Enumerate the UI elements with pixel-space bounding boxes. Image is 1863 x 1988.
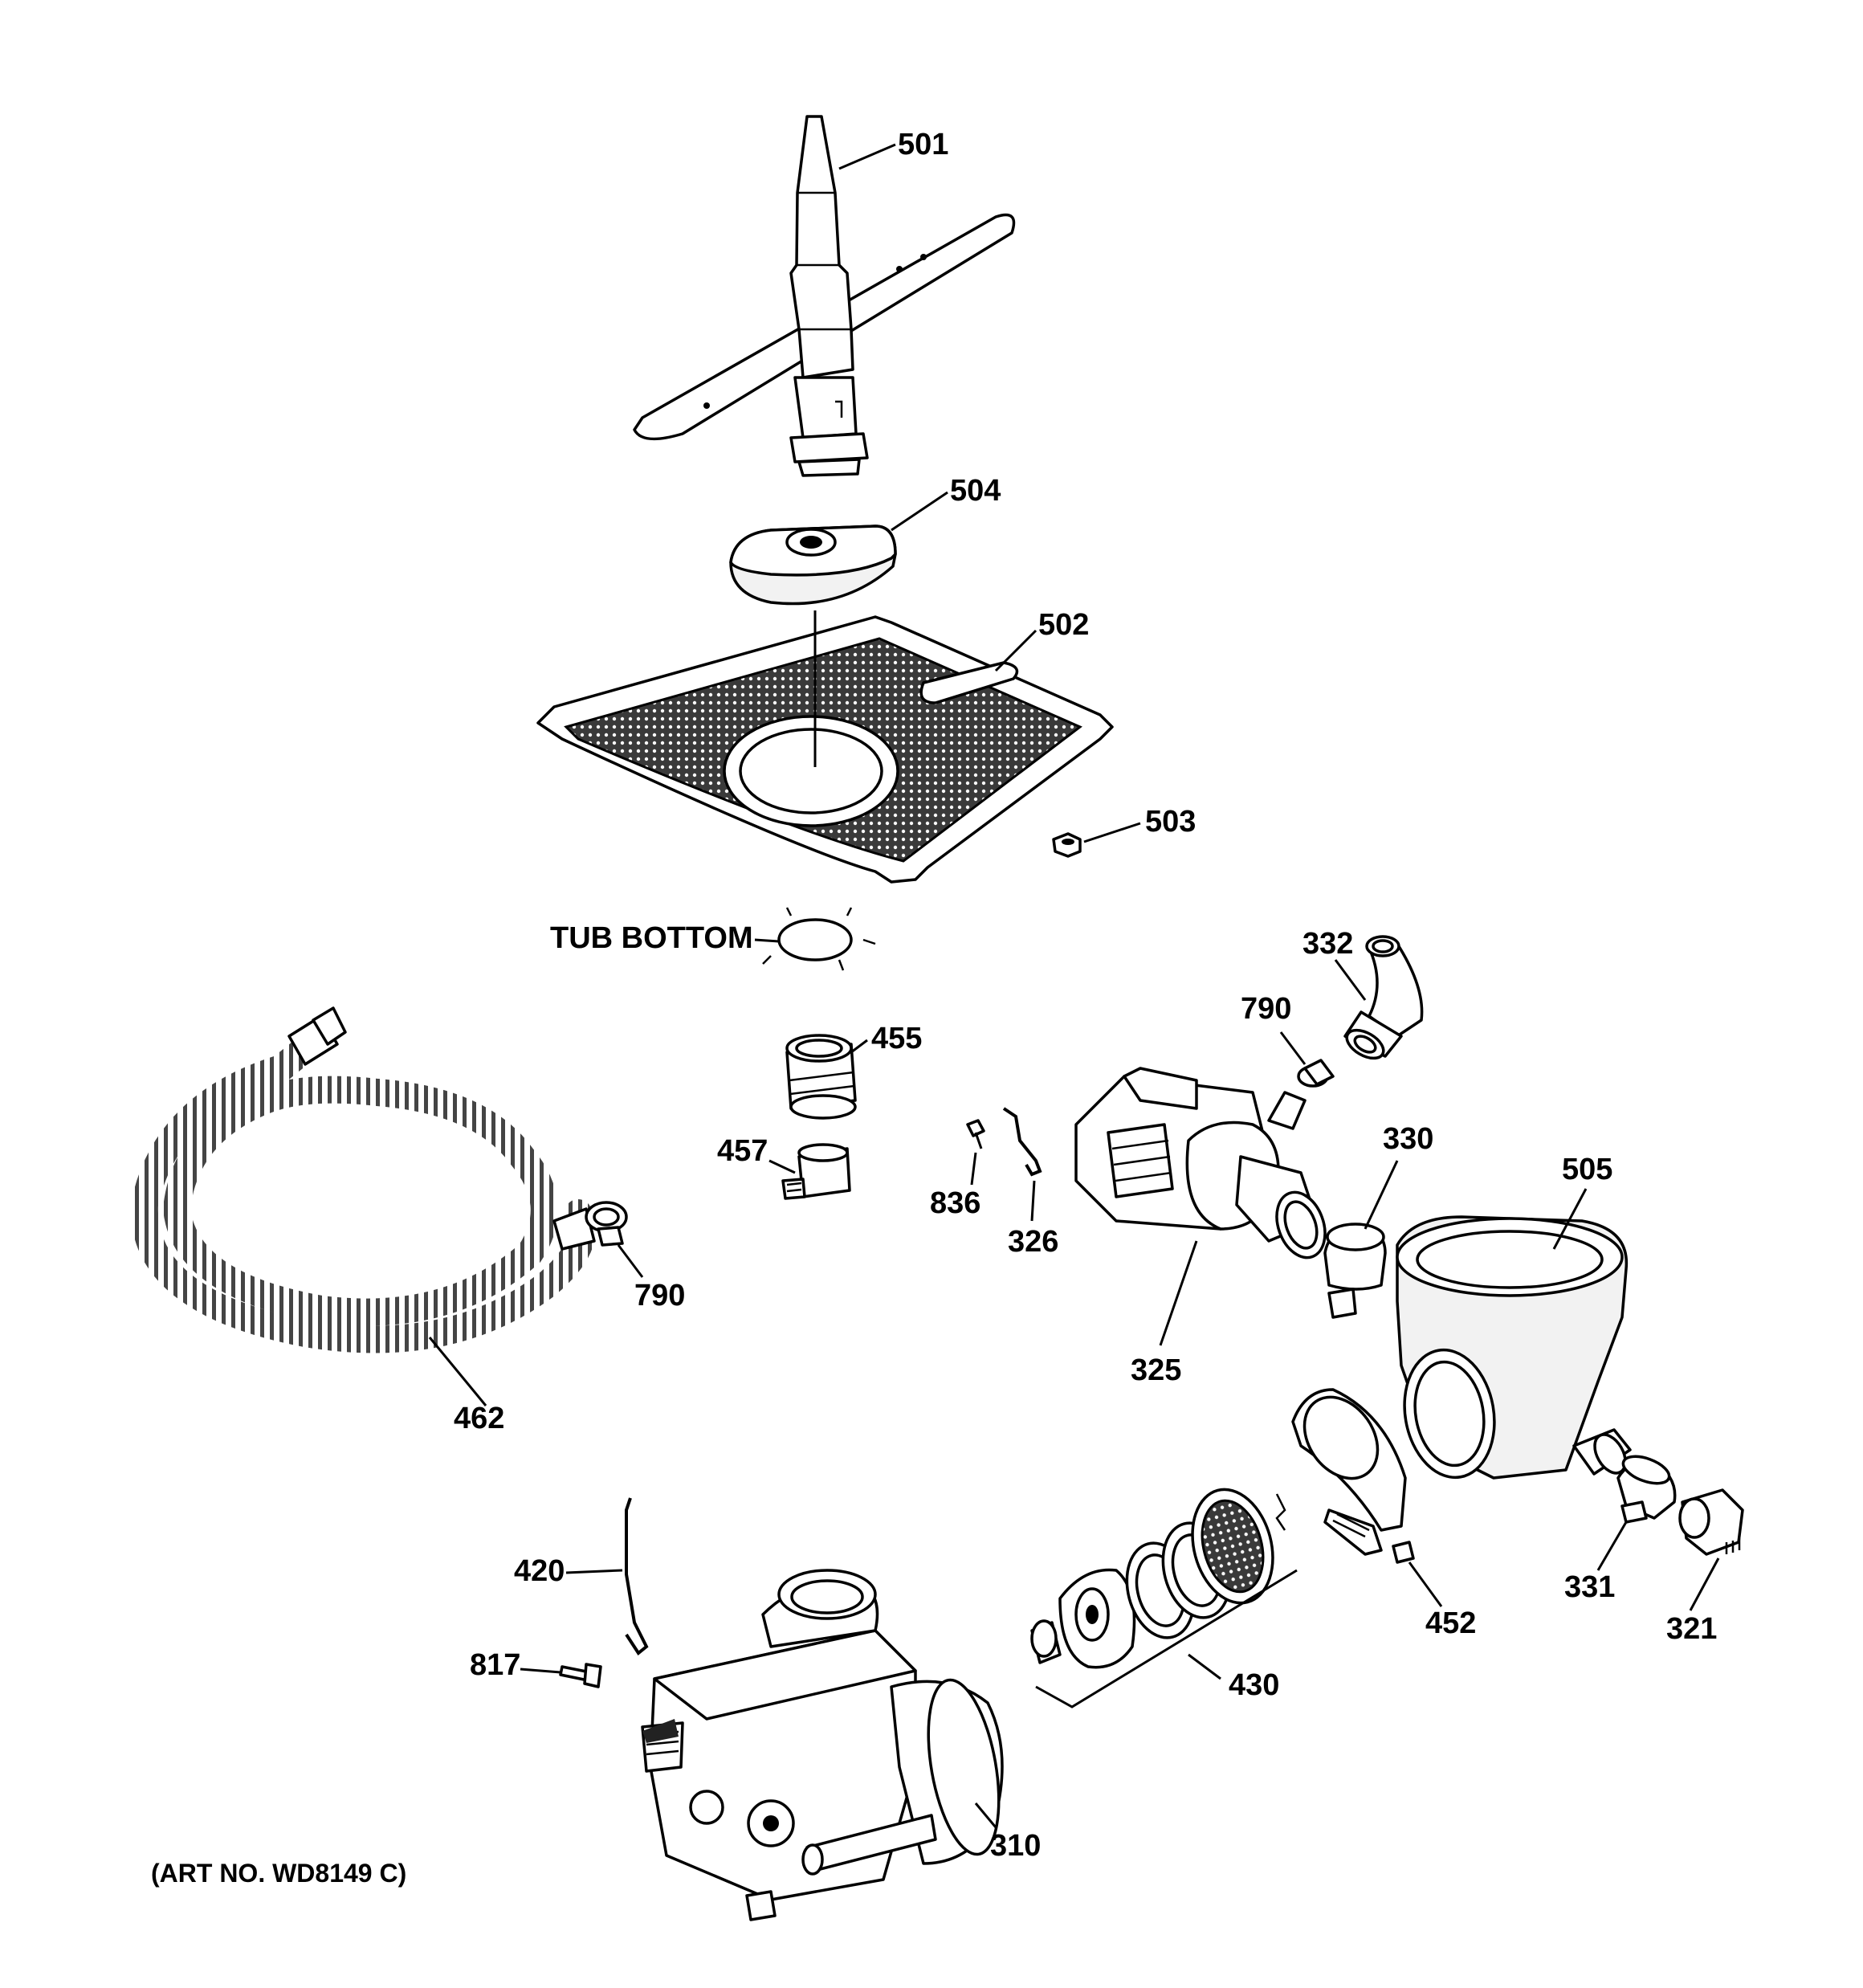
leader-326 — [1030, 1180, 1036, 1222]
cover-504 — [729, 525, 897, 606]
label-310: 310 — [990, 1829, 1041, 1863]
impeller-kit-430 — [1030, 1488, 1298, 1708]
nut-503 — [1052, 832, 1082, 858]
leader-462 — [428, 1337, 487, 1406]
label-420: 420 — [514, 1554, 565, 1588]
clip-420 — [625, 1497, 649, 1655]
screw-817 — [559, 1663, 602, 1688]
leader-tub-bottom — [754, 938, 780, 943]
drain-hose-462 — [130, 1006, 596, 1353]
clip-326 — [1002, 1107, 1042, 1177]
leader-502 — [994, 629, 1037, 672]
leader-790-lower — [617, 1244, 644, 1278]
label-321: 321 — [1666, 1612, 1717, 1646]
label-790-lower: 790 — [634, 1279, 685, 1312]
label-462: 462 — [454, 1402, 504, 1435]
label-tub-bottom: TUB BOTTOM — [550, 921, 753, 955]
leader-321 — [1689, 1557, 1720, 1611]
leader-455 — [850, 1039, 868, 1054]
leader-817 — [520, 1668, 561, 1674]
clamp-790-lower — [585, 1201, 628, 1247]
label-457: 457 — [717, 1134, 768, 1168]
label-817: 817 — [470, 1648, 520, 1682]
screw-836 — [966, 1119, 985, 1149]
clamp-331 — [1616, 1455, 1677, 1524]
label-430: 430 — [1229, 1668, 1279, 1702]
label-326: 326 — [1008, 1225, 1058, 1259]
label-501: 501 — [898, 128, 948, 161]
label-505: 505 — [1562, 1153, 1612, 1186]
leader-420 — [565, 1569, 623, 1574]
filter-screen-502 — [536, 610, 1114, 884]
leader-836 — [970, 1152, 977, 1186]
spray-arm-501 — [633, 115, 1016, 477]
clamp-452 — [1291, 1388, 1415, 1564]
leader-310 — [974, 1802, 997, 1828]
leader-503 — [1083, 822, 1141, 843]
clamp-790-upper — [1297, 1059, 1335, 1088]
leader-452 — [1408, 1561, 1443, 1607]
sump-505 — [1396, 1215, 1632, 1480]
label-790-upper: 790 — [1241, 992, 1291, 1026]
drain-pump-325 — [1074, 1067, 1327, 1259]
leader-505 — [1552, 1188, 1588, 1250]
label-332: 332 — [1302, 927, 1353, 961]
label-504: 504 — [950, 474, 1001, 508]
leader-332 — [1334, 959, 1367, 1001]
label-330: 330 — [1383, 1122, 1433, 1156]
leader-325 — [1159, 1240, 1198, 1346]
hose-332 — [1343, 935, 1424, 1060]
leader-501 — [838, 143, 896, 170]
coupling-455 — [785, 1034, 857, 1120]
leader-457 — [768, 1159, 796, 1174]
label-836: 836 — [930, 1186, 980, 1220]
tub-bottom-opening — [762, 907, 876, 971]
leader-790-upper — [1279, 1031, 1307, 1065]
clamp-330 — [1323, 1223, 1387, 1319]
label-455: 455 — [871, 1022, 922, 1055]
leader-504 — [891, 491, 948, 532]
label-502: 502 — [1038, 608, 1089, 642]
sensor-321 — [1678, 1488, 1744, 1556]
clamp-457 — [781, 1143, 851, 1200]
label-325: 325 — [1131, 1353, 1181, 1387]
art-number: (ART NO. WD8149 C) — [151, 1859, 406, 1888]
leader-430 — [1188, 1653, 1221, 1680]
label-331: 331 — [1564, 1570, 1615, 1604]
circulation-pump-310 — [641, 1569, 1004, 1921]
label-503: 503 — [1145, 805, 1196, 839]
label-452: 452 — [1425, 1606, 1476, 1640]
leader-331 — [1596, 1521, 1628, 1571]
leader-330 — [1364, 1160, 1399, 1230]
